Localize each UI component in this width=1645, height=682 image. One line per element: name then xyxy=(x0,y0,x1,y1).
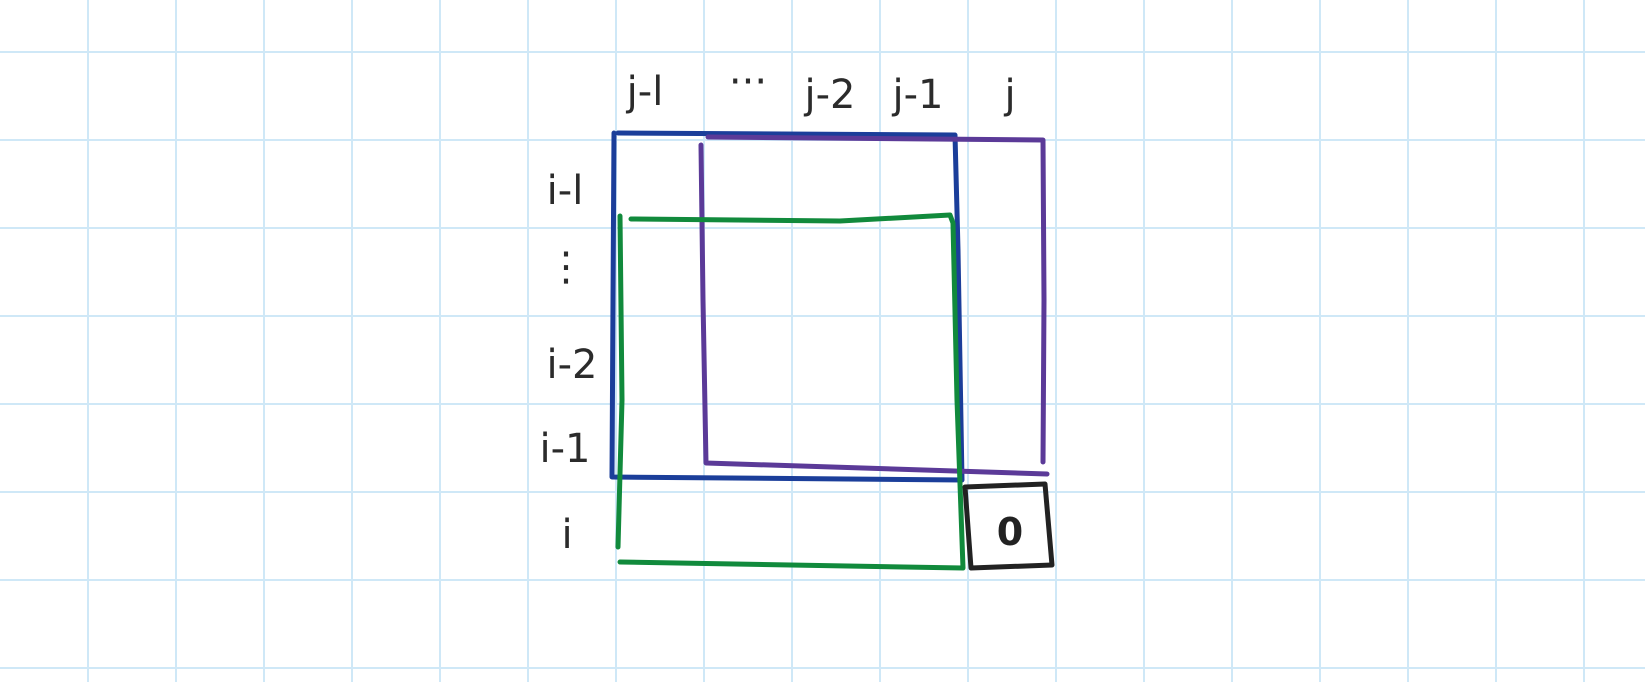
black-cell-box xyxy=(962,481,1055,571)
purple-box-left-bottom xyxy=(698,142,1050,477)
row-labels: i-l ⋮ i-2 i-1 i xyxy=(540,168,598,558)
column-label-ellipsis: ··· xyxy=(729,59,767,105)
column-label-j-minus-2: j-2 xyxy=(804,72,856,118)
column-labels: j-l ··· j-2 j-1 j xyxy=(626,59,1016,118)
row-label-i-minus-l: i-l xyxy=(547,168,584,214)
row-label-i-minus-1: i-1 xyxy=(540,426,591,472)
column-label-j-minus-1: j-1 xyxy=(892,72,944,118)
column-label-j: j xyxy=(1003,72,1015,118)
purple-box xyxy=(705,134,1047,465)
column-label-j-minus-l: j-l xyxy=(626,69,664,115)
green-box xyxy=(615,212,966,571)
row-label-vertical-ellipsis: ⋮ xyxy=(546,244,586,290)
row-label-i: i xyxy=(561,512,572,558)
cell-value-zero: 0 xyxy=(997,510,1023,554)
blue-box xyxy=(609,130,965,483)
row-label-i-minus-2: i-2 xyxy=(547,342,598,388)
